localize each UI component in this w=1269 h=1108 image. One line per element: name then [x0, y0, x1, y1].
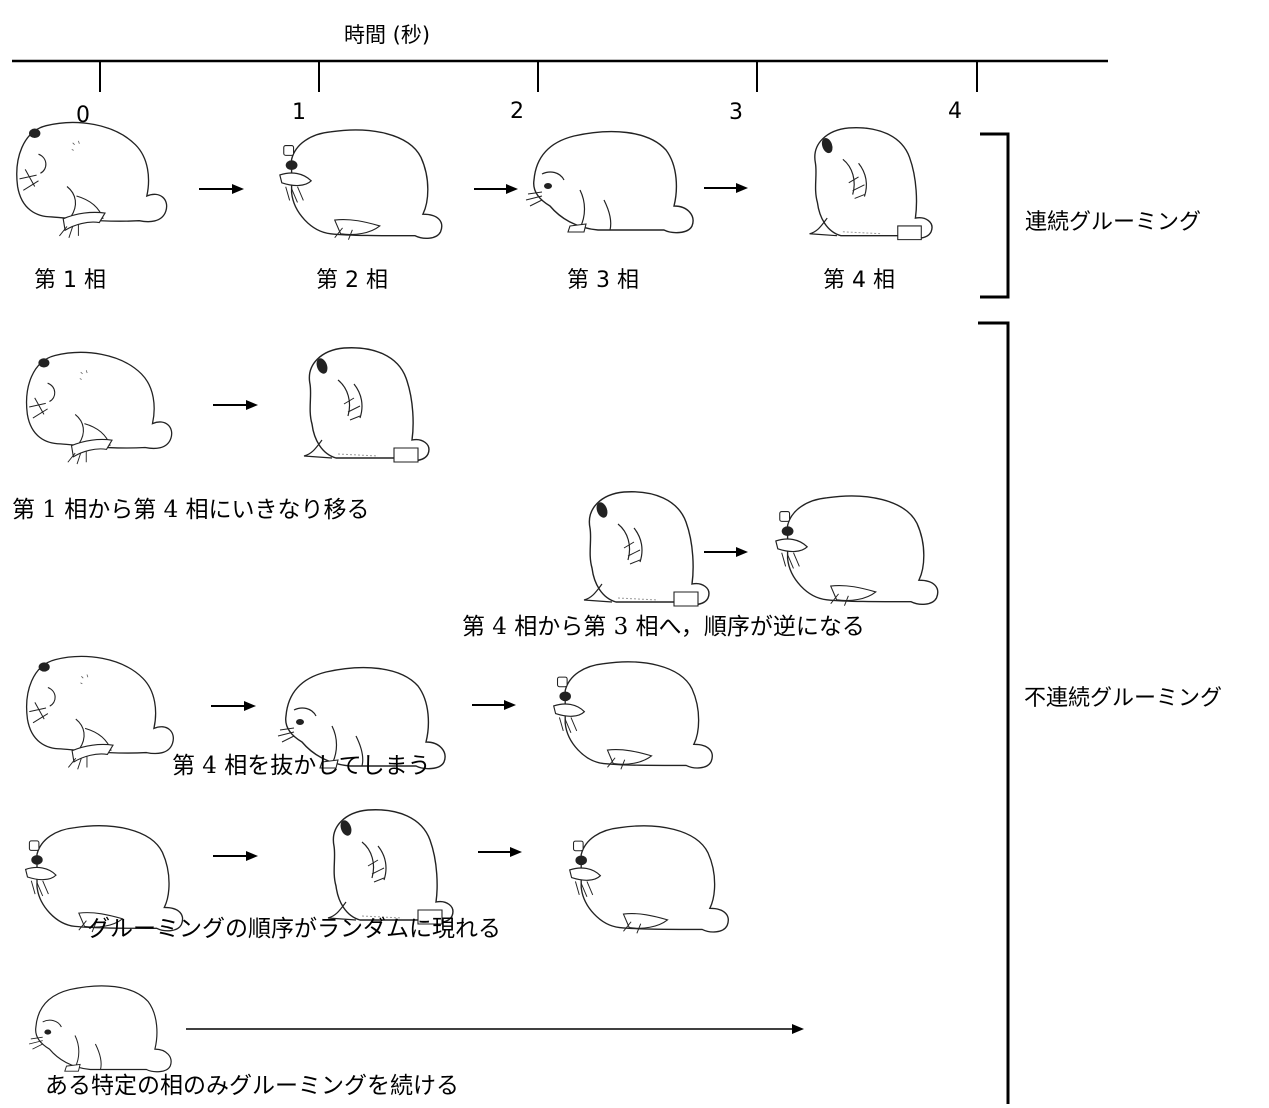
- sequence-caption-jump: 第 1 相から第 4 相にいきなり移る: [12, 497, 370, 523]
- right-arrow-icon: [704, 183, 748, 193]
- right-arrow-icon: [199, 184, 244, 194]
- discontinuous-grooming-label: 不連続グルーミング: [1024, 686, 1223, 711]
- rat-phase3-icon: [525, 130, 694, 234]
- rat-phase2-icon: [569, 825, 729, 934]
- right-arrow-icon: [211, 701, 256, 711]
- time-axis: [12, 59, 1108, 92]
- right-arrow-icon: [213, 400, 258, 410]
- right-arrow-icon: [213, 851, 258, 861]
- phase-label-4: 第 4 相: [823, 268, 895, 293]
- sequence-caption-repeat: ある特定の相のみグルーミングを続ける: [45, 1073, 459, 1099]
- right-arrow-icon: [472, 700, 516, 710]
- rat-phase4-icon: [303, 347, 430, 463]
- rat-phase1-icon: [16, 121, 168, 239]
- axis-tick-0: 0: [76, 103, 90, 128]
- right-arrow-icon: [478, 847, 522, 857]
- phase-label-1: 第 1 相: [34, 268, 106, 293]
- discontinuous-bracket: [978, 321, 1010, 1104]
- axis-title: 時間 (秒): [344, 23, 431, 47]
- rat-phase2-icon: [553, 661, 713, 770]
- sequence-caption-skip: 第 4 相を抜かしてしまう: [172, 753, 431, 779]
- rat-phase4-icon: [808, 126, 933, 241]
- phase-label-2: 第 2 相: [316, 268, 388, 293]
- axis-tick-4: 4: [948, 99, 962, 124]
- continuous-bracket: [980, 132, 1010, 299]
- axis-tick-3: 3: [729, 100, 743, 125]
- right-arrow-icon: [474, 184, 518, 194]
- rat-phase1-icon: [25, 655, 174, 770]
- rat-phase4-icon: [583, 491, 710, 607]
- continuous-grooming-label: 連続グルーミング: [1025, 210, 1202, 235]
- right-arrow-icon: [704, 547, 748, 557]
- rat-phase3-icon: [28, 985, 172, 1073]
- rat-phase1-icon: [25, 351, 173, 465]
- right-arrow-icon: [186, 1024, 804, 1034]
- axis-tick-2: 2: [510, 99, 524, 124]
- sequence-caption-random: グルーミングの順序がランダムに現れる: [87, 916, 501, 942]
- sequence-caption-reverse: 第 4 相から第 3 相へ，順序が逆になる: [462, 614, 865, 640]
- axis-tick-1: 1: [292, 100, 306, 125]
- rat-phase2-icon: [279, 129, 443, 241]
- rat-phase4-icon: [327, 809, 454, 925]
- rat-phase2-icon: [775, 495, 939, 607]
- phase-label-3: 第 3 相: [567, 268, 639, 293]
